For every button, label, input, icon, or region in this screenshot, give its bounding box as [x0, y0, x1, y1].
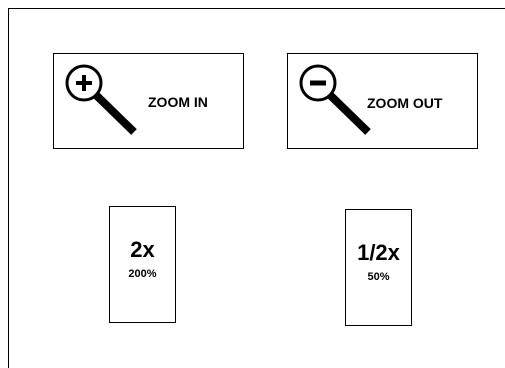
- scale-2x-value: 2x: [130, 237, 155, 262]
- scale-half-percent: 50%: [367, 271, 390, 283]
- scale-2x-button[interactable]: 2x 200%: [109, 206, 176, 323]
- scale-half-button[interactable]: 1/2x 50%: [345, 209, 412, 326]
- zoom-out-button[interactable]: ZOOM OUT: [287, 53, 478, 149]
- scale-2x-percent: 200%: [128, 268, 157, 280]
- zoom-out-label: ZOOM OUT: [367, 95, 443, 111]
- zoom-out-icon: [299, 64, 371, 135]
- zoom-in-label: ZOOM IN: [148, 94, 208, 110]
- zoom-in-button[interactable]: ZOOM IN: [53, 53, 244, 149]
- zoom-controls-panel: [8, 8, 505, 368]
- scale-half-value: 1/2x: [357, 240, 400, 265]
- zoom-in-icon: [65, 64, 137, 135]
